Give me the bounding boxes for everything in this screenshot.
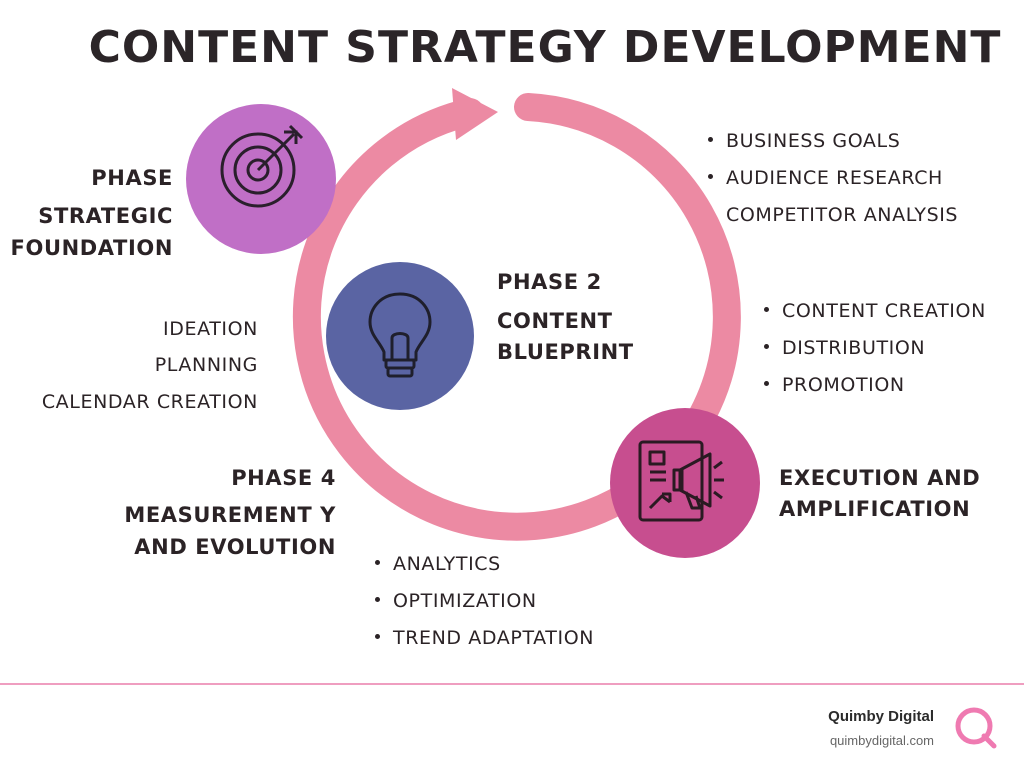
phase1-title-line1: STRATEGIC xyxy=(38,204,173,228)
list-item: BUSINESS GOALS xyxy=(708,130,958,167)
phase2-item-planning: PLANNING xyxy=(154,354,258,376)
phase3-bullets: CONTENT CREATION DISTRIBUTION PROMOTION xyxy=(764,300,986,411)
bullet-dot xyxy=(764,344,769,349)
bullet-dot xyxy=(375,634,380,639)
page-title: CONTENT STRATEGY DEVELOPMENT xyxy=(88,22,1002,73)
list-item: DISTRIBUTION xyxy=(764,337,986,374)
q-logo-icon xyxy=(955,707,997,749)
list-item: AUDIENCE RESEARCH xyxy=(708,167,958,204)
cycle-arrowhead xyxy=(452,88,498,140)
bullet-dot xyxy=(375,597,380,602)
brand-url: quimbydigital.com xyxy=(829,733,934,748)
bullet-dot xyxy=(708,137,713,142)
phase1-circle xyxy=(186,104,336,254)
phase3-title-line2: AMPLIFICATION xyxy=(779,497,971,521)
phase1-label: PHASE xyxy=(91,166,173,190)
bullet-dot xyxy=(708,174,713,179)
phase4-title-line1: MEASUREMENT Y xyxy=(124,503,336,527)
phase3-circle xyxy=(610,408,760,558)
list-item: TREND ADAPTATION xyxy=(375,627,594,664)
list-item: PROMOTION xyxy=(764,374,986,411)
list-item: ANALYTICS xyxy=(375,553,594,590)
phase3-title-line1: EXECUTION AND xyxy=(779,466,981,490)
phase1-bullets: BUSINESS GOALS AUDIENCE RESEARCH COMPETI… xyxy=(708,130,958,241)
bullet-dot xyxy=(764,381,769,386)
phase2-item-calendar: CALENDAR CREATION xyxy=(41,391,258,413)
phase2-title-line1: CONTENT xyxy=(497,309,613,333)
list-item: OPTIMIZATION xyxy=(375,590,594,627)
lightbulb-icon xyxy=(368,292,432,378)
phase4-label: PHASE 4 xyxy=(231,466,336,490)
phase2-circle xyxy=(326,262,474,410)
list-item: COMPETITOR ANALYSIS xyxy=(726,204,959,226)
footer-divider xyxy=(0,683,1024,685)
target-arrow-icon xyxy=(220,124,304,208)
phase2-label: PHASE 2 xyxy=(497,270,602,294)
bullet-dot xyxy=(375,560,380,565)
list-item: CONTENT CREATION xyxy=(764,300,986,337)
phase2-item-ideation: IDEATION xyxy=(163,318,258,340)
cycle-arc xyxy=(292,93,741,541)
phase4-bullets: ANALYTICS OPTIMIZATION TREND ADAPTATION xyxy=(375,553,594,664)
phase2-title-line2: BLUEPRINT xyxy=(497,340,634,364)
bullet-dot xyxy=(764,307,769,312)
megaphone-document-icon xyxy=(638,440,724,522)
phase1-title-line2: FOUNDATION xyxy=(10,236,173,260)
brand-block: Quimby Digital quimbydigital.com xyxy=(828,708,934,748)
phase4-title-line2: AND EVOLUTION xyxy=(134,535,336,559)
brand-name: Quimby Digital xyxy=(828,708,934,725)
